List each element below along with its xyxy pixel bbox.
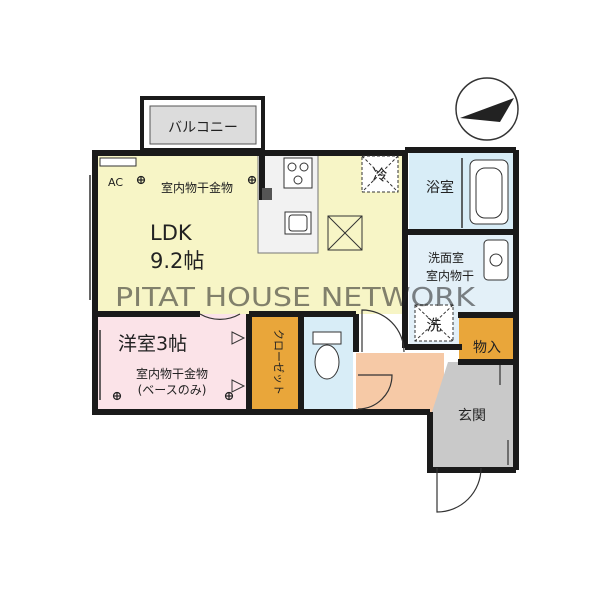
- counter-edge: [262, 188, 272, 200]
- washer-label: 洗: [426, 316, 441, 334]
- outlet-icons: [231, 331, 246, 393]
- north-arrow-icon: [455, 77, 519, 141]
- toilet-icon: [312, 331, 342, 380]
- walls: [92, 147, 519, 473]
- washing-machine-space: 洗: [414, 304, 454, 342]
- storage-label: 物入: [473, 340, 501, 356]
- washroom-dryer-label: 室内物干: [426, 268, 474, 283]
- fridge-label: 冷: [372, 166, 387, 184]
- western-label: 洋室3帖: [118, 333, 187, 355]
- ldk-dryer-label: 室内物干金物: [161, 180, 233, 195]
- balcony: バルコニー: [140, 96, 265, 152]
- washroom-label: 洗面室: [428, 250, 464, 265]
- entrance-label: 玄関: [458, 407, 486, 424]
- western-drying-hook-icons: [112, 391, 234, 401]
- doors: [199, 309, 509, 513]
- stove-icon: [283, 157, 313, 189]
- ldk-drying-hook-icons: [136, 175, 257, 185]
- ac-label: AC: [108, 176, 123, 189]
- windows: [89, 175, 101, 400]
- western-dryer-label: 室内物干金物: [136, 366, 208, 381]
- washbasin-icon: [483, 239, 509, 281]
- range-hood-icon: [327, 215, 363, 251]
- closet-label: クローゼット: [272, 329, 285, 395]
- western-dryer-note: (ベースのみ): [138, 383, 207, 397]
- bathtub-icon: [469, 159, 509, 225]
- bath-label: 浴室: [426, 179, 454, 196]
- ldk-name: LDK: [150, 221, 193, 245]
- entrance-floor: [432, 362, 513, 468]
- sink-icon: [284, 211, 312, 235]
- ac-unit: [99, 157, 137, 167]
- balcony-label: バルコニー: [168, 120, 238, 136]
- watermark: PITAT HOUSE NETWORK: [115, 283, 476, 313]
- storage-floor: [459, 318, 513, 362]
- hall-floor: [356, 353, 444, 412]
- ldk-size: 9.2帖: [150, 249, 204, 273]
- fridge-space: 冷: [361, 155, 399, 193]
- closet-floor: [250, 314, 300, 412]
